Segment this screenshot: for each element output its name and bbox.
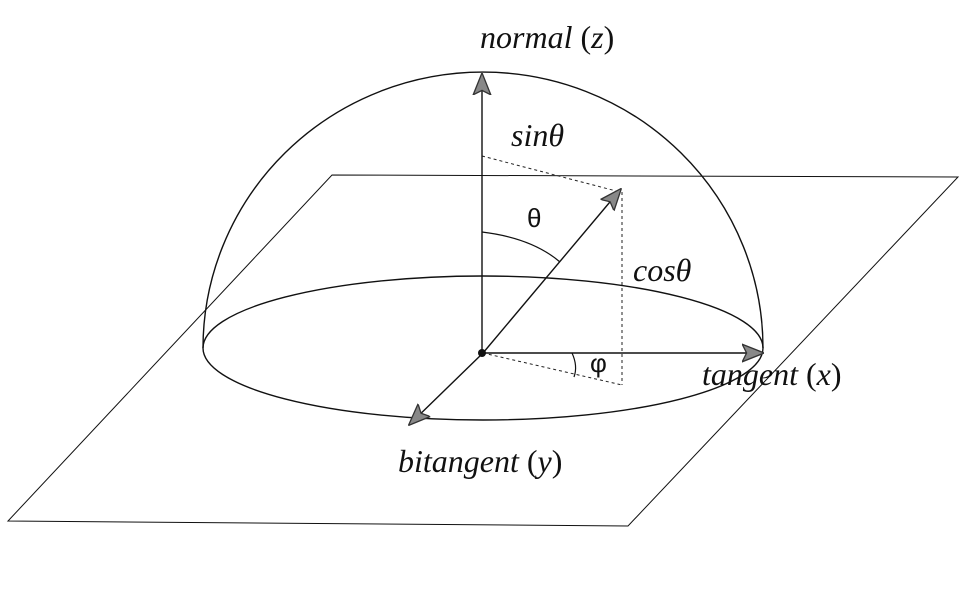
phi-label: φ — [590, 348, 607, 378]
sin-theta-projection-line — [481, 155, 621, 193]
bitangent-axis-label: bitangent (y) — [398, 443, 562, 479]
normal-axis-label: normal (z) — [480, 19, 614, 55]
hemisphere-dome — [202, 71, 764, 349]
tangent-axis-label: tangent (x) — [702, 356, 842, 392]
cos-theta-label: cosθ — [633, 252, 691, 288]
phi-angle-arc — [571, 352, 577, 378]
hemisphere-base-ellipse — [202, 275, 764, 421]
bitangent-axis-arrow — [410, 352, 484, 424]
sin-theta-label: sinθ — [511, 117, 564, 153]
origin-point — [478, 349, 486, 357]
tangent-plane — [6, 174, 960, 527]
direction-vector-arrow — [482, 190, 620, 354]
theta-label: θ — [527, 203, 541, 233]
theta-angle-arc — [481, 231, 561, 263]
